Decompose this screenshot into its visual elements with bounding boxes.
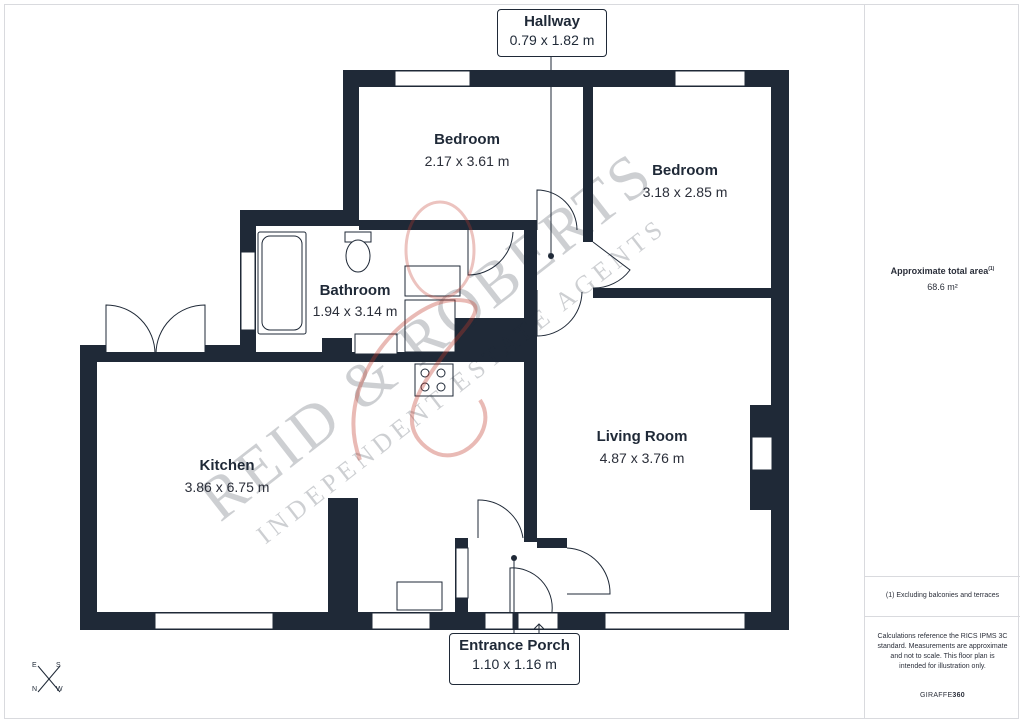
wall <box>97 352 537 362</box>
agency-watermark: REID & ROBERTS INDEPENDENT ESTATE AGENTS <box>187 139 672 550</box>
total-area-value: 68.6 m² <box>927 282 958 292</box>
room-name-bedroom-right: Bedroom <box>652 162 718 179</box>
wall <box>80 345 97 630</box>
wall <box>583 87 593 242</box>
wall <box>343 70 359 222</box>
window <box>394 70 471 87</box>
compass-s: S <box>56 662 61 669</box>
room-name-living-room: Living Room <box>596 428 688 445</box>
callout-dims: 1.10 x 1.16 m <box>472 656 557 672</box>
page-frame <box>4 4 1019 719</box>
door-swing <box>566 547 611 595</box>
wall <box>359 220 537 230</box>
toilet-bowl <box>345 239 371 273</box>
hallway-callout: Hallway 0.79 x 1.82 m <box>497 9 607 57</box>
hallway-pointer-dot <box>548 253 554 259</box>
sink <box>354 333 398 355</box>
door-swing <box>536 189 578 231</box>
room-name-kitchen: Kitchen <box>199 457 255 474</box>
watermark-monogram <box>351 297 488 461</box>
hob-ring <box>436 368 446 378</box>
window <box>517 612 559 630</box>
total-area-label: Approximate total area(1) <box>890 266 995 276</box>
entrance-porch-callout: Entrance Porch 1.10 x 1.16 m <box>449 633 580 685</box>
room-dims-bedroom-right: 3.18 x 2.85 m <box>642 184 728 200</box>
wall <box>524 362 537 542</box>
hob-ring <box>420 368 430 378</box>
wall <box>537 538 567 548</box>
fireplace <box>751 436 773 471</box>
door-swing <box>536 290 583 337</box>
wall <box>328 498 358 612</box>
total-area-block: Approximate total area(1) 68.6 m² <box>865 266 1020 292</box>
hob-ring <box>420 382 430 392</box>
compass-w: W <box>56 686 63 693</box>
hob <box>414 363 454 397</box>
washer <box>404 265 461 297</box>
callout-dims: 0.79 x 1.82 m <box>509 32 595 48</box>
wall <box>455 318 537 362</box>
porch-cupboard <box>455 547 469 599</box>
window <box>371 612 431 630</box>
compass: E S N W <box>30 660 70 700</box>
bathtub-inner <box>261 235 303 331</box>
panel-divider <box>865 616 1020 617</box>
wall <box>524 230 537 318</box>
window <box>154 612 274 630</box>
window <box>674 70 746 87</box>
room-dims-kitchen: 3.86 x 6.75 m <box>184 479 270 495</box>
compass-n: N <box>32 686 38 693</box>
window <box>604 612 746 630</box>
calculation-note: Calculations reference the RICS IPMS 3C … <box>877 633 1008 670</box>
door-swing <box>467 230 514 276</box>
brand-logo: GIRAFFE360 <box>919 692 966 699</box>
room-name-bedroom-left: Bedroom <box>434 131 500 148</box>
watermark-line1: REID & ROBERTS <box>187 139 666 534</box>
callout-name: Entrance Porch <box>459 637 570 654</box>
wall <box>593 288 771 298</box>
shower <box>404 299 456 353</box>
entrance-arrow <box>533 623 545 633</box>
watermark-monogram-loop <box>404 200 476 300</box>
wall <box>771 70 789 630</box>
room-dims-bedroom-left: 2.17 x 3.61 m <box>424 153 510 169</box>
window <box>484 612 514 630</box>
room-name-bathroom: Bathroom <box>319 282 391 299</box>
compass-e: E <box>32 662 37 669</box>
wall <box>322 338 352 362</box>
door-swing <box>105 304 156 362</box>
area-footnote: (1) Excluding balconies and terraces <box>885 592 1000 599</box>
window <box>240 251 256 331</box>
kitchen-sink <box>396 581 443 611</box>
floor-plan <box>80 57 789 633</box>
panel-divider <box>865 576 1020 577</box>
door-swing <box>477 499 524 539</box>
door-swing <box>155 304 206 362</box>
compass-icon <box>37 665 61 693</box>
porch-pointer-dot <box>511 555 517 561</box>
wall <box>240 210 359 226</box>
callout-name: Hallway <box>524 13 580 30</box>
room-dims-bathroom: 1.94 x 3.14 m <box>312 303 398 319</box>
info-panel: Approximate total area(1) 68.6 m² (1) Ex… <box>864 4 1020 719</box>
hob-ring <box>436 382 446 392</box>
door-swing <box>592 241 631 289</box>
room-dims-living-room: 4.87 x 3.76 m <box>599 450 685 466</box>
